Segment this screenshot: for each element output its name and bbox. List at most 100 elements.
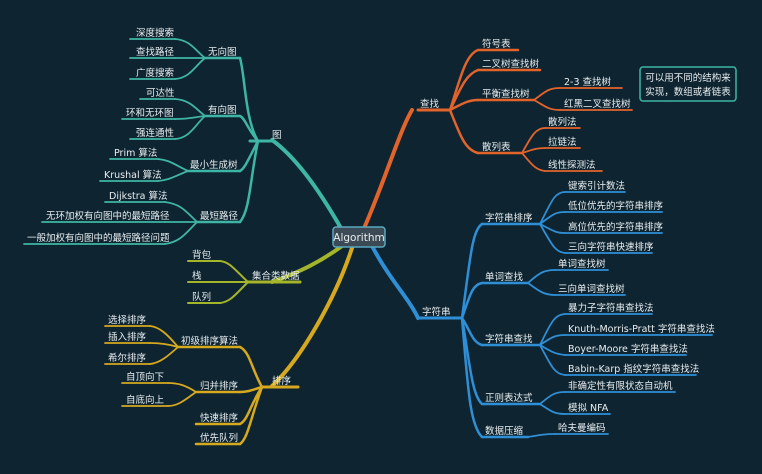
sort-group-elementary[interactable]: 初级排序算法 (181, 335, 238, 347)
leaf-linear-probing[interactable]: 线性探测法 (548, 159, 596, 171)
collections-topic[interactable]: 集合类数据 (252, 270, 300, 282)
leaf-bottomup[interactable]: 自底向上 (126, 394, 165, 406)
str-group-compress[interactable]: 数据压缩 (485, 425, 524, 437)
edge-elem-2 (149, 342, 179, 348)
note-line-1: 可以用不同的结构来 (645, 72, 731, 84)
edge-search-balanced (448, 98, 480, 112)
search-group-hash[interactable]: 散列表 (482, 141, 511, 153)
edge-bal-2 (533, 99, 561, 111)
leaf-simulate-nfa[interactable]: 模拟 NFA (568, 402, 609, 414)
sort-group-quick[interactable]: 快速排序 (200, 412, 239, 424)
graph-topic[interactable]: 图 (272, 130, 282, 141)
leaf-msd[interactable]: 高位优先的字符串排序 (568, 221, 664, 233)
leaf-lsd[interactable]: 低位优先的字符串排序 (568, 200, 664, 212)
leaf-dag-sp[interactable]: 无环加权有向图中的最短路径 (46, 210, 170, 222)
leaf-shell[interactable]: 希尔排序 (108, 352, 147, 364)
edge-directed-1 (174, 98, 206, 117)
leaf-insertion[interactable]: 插入排序 (108, 331, 147, 343)
leaf-3way-quick[interactable]: 三向字符串快速排序 (568, 241, 654, 253)
search-note-box (639, 66, 737, 102)
edge-shortest-1 (164, 201, 198, 223)
edge-graph-mst (238, 139, 260, 173)
sort-group-merge[interactable]: 归并排序 (200, 380, 239, 392)
leaf-bag[interactable]: 背包 (192, 249, 212, 261)
str-group-regex[interactable]: 正则表达式 (485, 392, 533, 404)
leaf-reachability[interactable]: 可达性 (146, 87, 175, 99)
search-group-balanced[interactable]: 平衡查找树 (482, 88, 530, 100)
strings-topic[interactable]: 字符串 (422, 306, 451, 318)
edge-ss-4 (539, 223, 566, 254)
leaf-scc[interactable]: 强连通性 (136, 127, 175, 139)
edge-str-trie (460, 281, 484, 320)
leaf-topdown[interactable]: 自顶向下 (126, 371, 164, 383)
leaf-general-sp[interactable]: 一般加权有向图中的最短路径问题 (27, 232, 170, 244)
leaf-huffman[interactable]: 哈夫曼编码 (558, 422, 606, 434)
edge-sr-1 (539, 313, 566, 346)
leaf-nfa[interactable]: 非确定性有限状态自动机 (568, 380, 673, 392)
leaf-hashing[interactable]: 散列法 (548, 116, 577, 128)
edge-root-collections (270, 244, 344, 284)
leaf-rbtree[interactable]: 红黑二叉查找树 (564, 98, 631, 110)
leaf-dfs[interactable]: 深度搜索 (136, 27, 174, 39)
edge-mst-1 (157, 158, 189, 172)
edge-tr-2 (527, 282, 556, 296)
edge-root-search (363, 108, 414, 228)
note-line-2: 实现，数组或者链表 (645, 86, 731, 98)
edge-directed-2 (174, 115, 206, 120)
leaf-dijkstra[interactable]: Dijkstra 算法 (109, 190, 168, 202)
edge-ss-2 (539, 211, 566, 225)
edge-sort-pq (238, 385, 264, 446)
edge-undirected-3 (174, 57, 206, 80)
leaf-bfs[interactable]: 广度搜索 (136, 67, 174, 79)
leaf-key-indexed[interactable]: 键索引计数法 (568, 180, 625, 192)
str-group-trie[interactable]: 单词查找 (485, 271, 524, 283)
leaf-cycles[interactable]: 环和无环图 (126, 108, 174, 119)
root-node-label: Algorithm (333, 232, 384, 244)
edge-hash-3 (521, 152, 546, 172)
leaf-queue[interactable]: 队列 (192, 291, 211, 303)
graph-group-directed[interactable]: 有向图 (208, 104, 237, 116)
search-edges (416, 48, 633, 172)
search-topic[interactable]: 查找 (420, 98, 440, 110)
edge-undirected-1 (174, 38, 206, 59)
strings-edges (416, 191, 713, 439)
edge-sr-3 (539, 344, 566, 356)
leaf-find-path[interactable]: 查找路径 (136, 46, 175, 58)
search-group-bst[interactable]: 二叉树查找树 (482, 58, 540, 70)
search-group-st[interactable]: 符号表 (482, 38, 511, 50)
leaf-kruskal[interactable]: Krushal 算法 (104, 169, 162, 181)
collections-labels: 集合类数据 背包 栈 队列 (192, 249, 300, 303)
leaf-boyer-moore[interactable]: Boyer-Moore 字符串查找法 (568, 343, 688, 355)
edge-tr-1 (527, 269, 556, 284)
leaf-tst[interactable]: 三向单词查找树 (558, 283, 625, 295)
edge-mst-2 (157, 170, 189, 182)
search-labels: 查找 符号表 二叉树查找树 平衡查找树 散列表 2-3 查找树 红黑二叉查找树 … (420, 38, 731, 171)
sort-group-pq[interactable]: 优先队列 (200, 432, 238, 444)
leaf-brute-force[interactable]: 暴力子字符串查找法 (568, 302, 654, 314)
sorting-topic[interactable]: 排序 (272, 375, 292, 387)
root-node-box[interactable] (332, 226, 386, 248)
edge-hash-2 (521, 147, 546, 154)
edge-coll-1 (219, 260, 249, 283)
leaf-selection[interactable]: 选择排序 (108, 314, 147, 326)
leaf-rabin-karp[interactable]: Babin-Karp 指纹字符串查找法 (568, 363, 699, 375)
sorting-edges (104, 325, 300, 446)
leaf-kmp[interactable]: Knuth-Morris-Pratt 字符串查找法 (568, 323, 715, 335)
str-group-search[interactable]: 字符串查找 (485, 333, 533, 345)
str-group-sort[interactable]: 字符串排序 (485, 212, 533, 224)
graph-group-shortest[interactable]: 最短路径 (200, 210, 239, 222)
graph-group-mst[interactable]: 最小生成树 (190, 159, 238, 171)
leaf-trie[interactable]: 单词查找树 (558, 258, 606, 270)
leaf-prim[interactable]: Prim 算法 (114, 147, 157, 159)
edge-shortest-3 (164, 221, 198, 245)
edge-sort-elementary (238, 345, 264, 389)
graph-group-undirected[interactable]: 无向图 (208, 46, 237, 58)
leaf-stack[interactable]: 栈 (192, 270, 202, 282)
collections-edges (187, 260, 302, 304)
leaf-chaining[interactable]: 拉链法 (548, 136, 577, 148)
edge-cp-1 (527, 433, 556, 438)
edge-root-strings (370, 244, 420, 320)
leaf-23tree[interactable]: 2-3 查找树 (564, 76, 612, 88)
